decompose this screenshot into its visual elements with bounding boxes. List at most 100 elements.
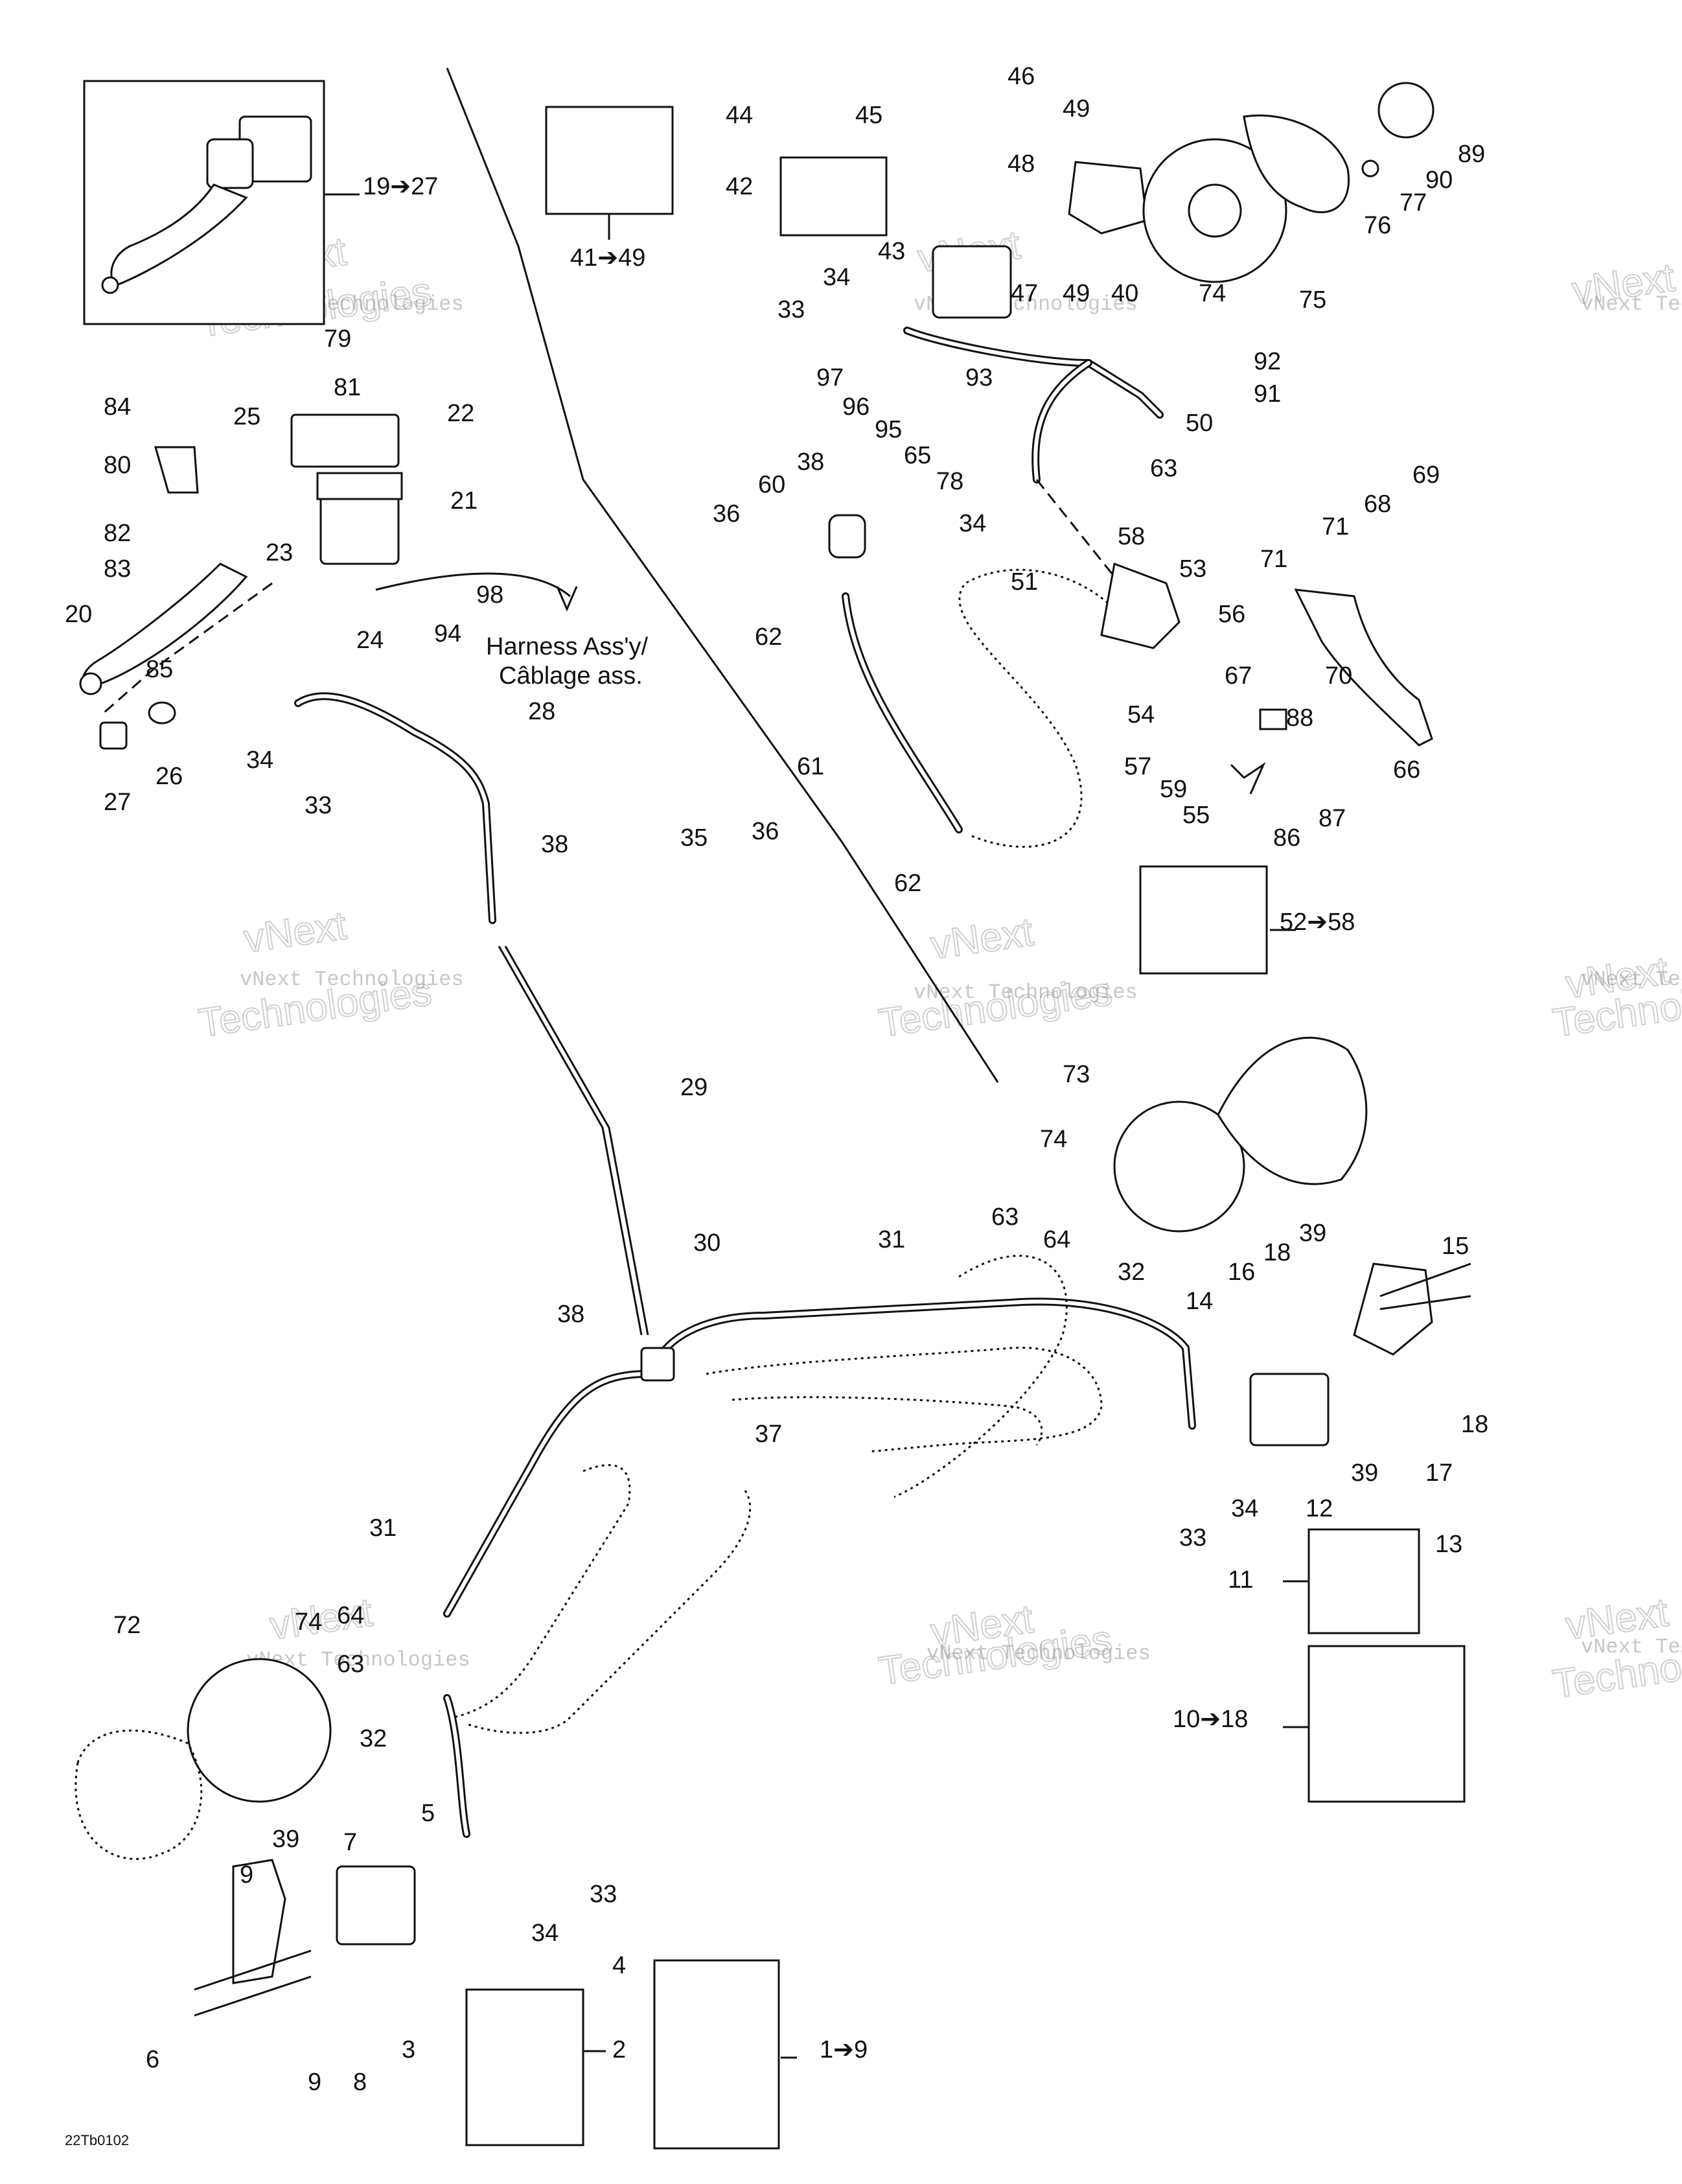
callout: 40	[1111, 280, 1138, 307]
callout: 44	[726, 102, 753, 129]
callout: 22	[447, 400, 474, 427]
callout: 78	[936, 468, 963, 495]
lever-clamp	[206, 138, 254, 189]
callout: 10➔18	[1173, 1706, 1248, 1733]
handlebar-lever-assembly	[101, 115, 312, 294]
callout: 93	[965, 364, 993, 391]
hose-50-down-inner	[1033, 361, 1090, 482]
callout: 69	[1412, 461, 1440, 489]
callout: 81	[334, 374, 361, 401]
callout: 39	[1299, 1220, 1326, 1247]
brake-lever	[110, 183, 248, 286]
wire-arrow	[556, 586, 578, 612]
callout: 51	[1011, 568, 1038, 596]
callout: 63	[991, 1203, 1019, 1231]
frame-outline	[453, 1255, 1103, 1734]
callout-labels: 19➔27 41➔49 44 45 46 49 89 42 48 90 77 7…	[65, 63, 1488, 2096]
rear-caliper-body	[932, 245, 1012, 319]
callout: 49	[1063, 280, 1090, 307]
watermark-text: vNext Technologies	[927, 1642, 1151, 1666]
callout: 35	[680, 824, 708, 852]
snap-ring-89	[1377, 82, 1434, 139]
callout: 86	[1273, 824, 1300, 852]
callout: 42	[726, 173, 753, 200]
hose-50-inner	[905, 329, 1162, 417]
callout: 92	[1254, 348, 1281, 375]
callout: 12	[1306, 1495, 1333, 1522]
callout: 63	[337, 1651, 364, 1678]
callout: 48	[1008, 150, 1035, 178]
brake-pedal-66	[1294, 588, 1433, 747]
front-hub-right	[1217, 1036, 1368, 1185]
rear-hub-flange-76	[1243, 114, 1350, 213]
caliper-12-body	[1249, 1373, 1330, 1446]
callout: 64	[1043, 1226, 1070, 1253]
callout: 90	[1425, 167, 1453, 194]
callout: 53	[1179, 555, 1206, 583]
callout: 65	[904, 442, 931, 469]
front-hub-left	[75, 1729, 203, 1860]
callout: 23	[266, 539, 293, 566]
callout: 73	[1063, 1061, 1090, 1088]
callout: 38	[797, 448, 824, 476]
callout: 5	[421, 1800, 435, 1827]
hose-50-down	[1031, 359, 1092, 483]
callout: 45	[855, 102, 882, 129]
callout: 76	[1364, 212, 1391, 239]
callout: 33	[1179, 1524, 1206, 1551]
callout: 30	[693, 1229, 720, 1257]
callout: 74	[1040, 1126, 1067, 1153]
frame-left-arm-b	[466, 1490, 752, 1734]
callout: 55	[1182, 802, 1210, 829]
o-ring	[148, 701, 176, 725]
callout: 29	[680, 1074, 708, 1101]
callout: 71	[1322, 513, 1349, 540]
callout: 67	[1225, 662, 1252, 690]
watermark-text: vNext Technologies	[1581, 1635, 1682, 1659]
callout: 18	[1263, 1239, 1291, 1266]
callout: 33	[305, 792, 332, 819]
callout: 85	[146, 656, 173, 683]
hose-right-inner	[659, 1299, 1194, 1428]
callout: 64	[337, 1602, 364, 1629]
diaphragm	[316, 472, 403, 500]
lever-ball-end	[79, 672, 102, 695]
callout: 50	[1186, 410, 1213, 437]
callout: 15	[1442, 1233, 1469, 1260]
watermark-layer: vNext Technologies vNext Technologies vN…	[195, 222, 1682, 1707]
front-left-caliper-exploded	[194, 1859, 416, 2017]
section-divider-line	[446, 67, 999, 1083]
callout: 9	[240, 1861, 253, 1888]
callout: 9	[308, 2069, 321, 2096]
callout: 17	[1425, 1459, 1453, 1487]
callout: 38	[541, 831, 568, 858]
callout: 74	[295, 1609, 322, 1636]
frame-crossmember-b	[732, 1396, 1043, 1446]
harness-label-line1: Harness Ass'y/	[486, 633, 649, 660]
callout: 84	[104, 393, 131, 421]
callout: 49	[1063, 95, 1090, 122]
callout: 34	[531, 1920, 559, 1947]
hose-31-32-right	[657, 1297, 1196, 1430]
rear-caliper-bracket	[1068, 161, 1148, 235]
frame-left-arm	[453, 1464, 631, 1719]
callout: 8	[353, 2069, 367, 2096]
washer-90	[1361, 159, 1379, 178]
callout: 61	[797, 753, 824, 780]
callout: 70	[1325, 662, 1352, 690]
callout: 88	[1286, 704, 1313, 732]
callout: 59	[1160, 776, 1187, 803]
callout: 62	[755, 623, 782, 651]
callout: 3	[402, 2036, 415, 2063]
master-cylinder-body	[319, 491, 400, 565]
inset-box-front-pads-right	[1308, 1528, 1420, 1634]
front-disc-72	[187, 1658, 332, 1803]
callout: 31	[369, 1515, 397, 1542]
callout: 1➔9	[820, 2036, 868, 2063]
callout: 60	[758, 471, 785, 498]
pedal-link-loop	[893, 1255, 1068, 1498]
callout: 37	[755, 1421, 782, 1448]
callout: 95	[875, 416, 902, 443]
rear-disc-hub	[1188, 183, 1242, 238]
figure-code: 22Tb0102	[65, 2132, 129, 2148]
